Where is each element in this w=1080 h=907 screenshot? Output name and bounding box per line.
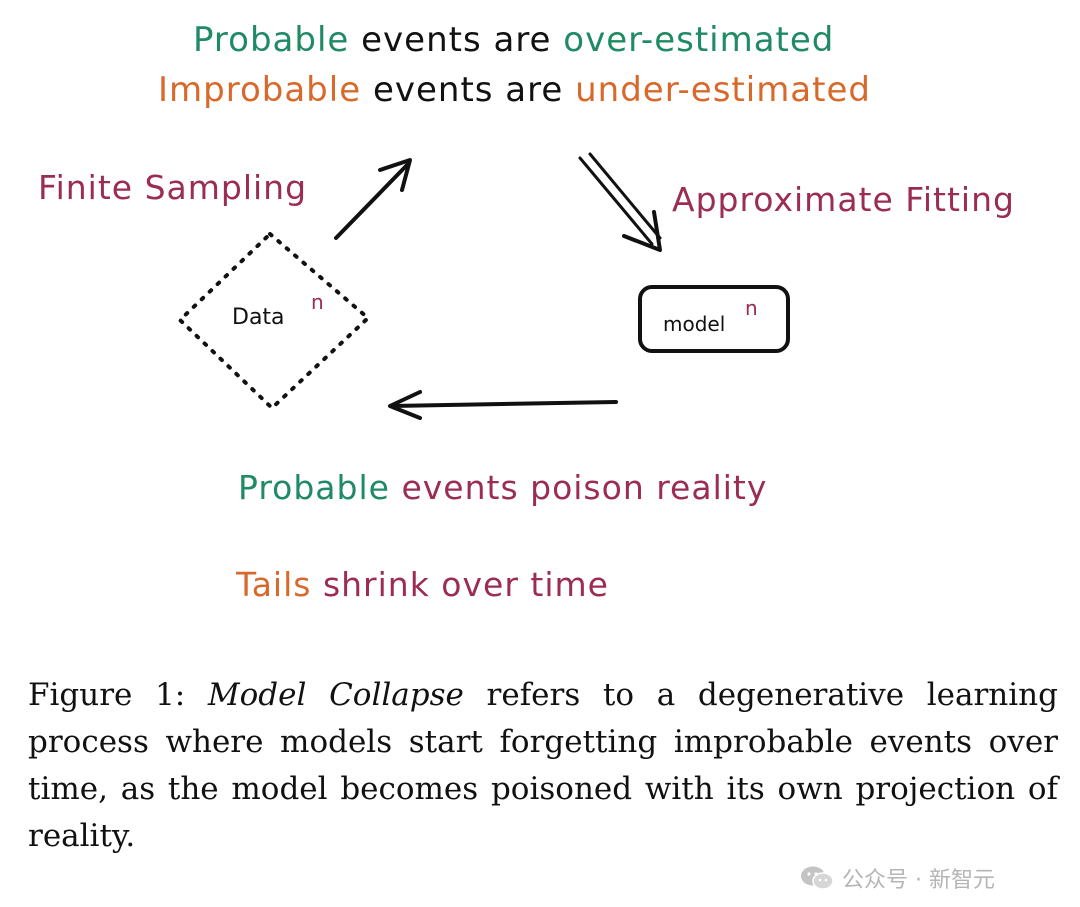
caption-body: refers to a degenerative learning proces… <box>28 677 1058 854</box>
under-estimated-word: under-estimated <box>575 70 871 110</box>
probable-word: Probable <box>238 468 390 507</box>
model-node-superscript: n <box>745 296 758 320</box>
approximate-fitting-label: Approximate Fitting <box>672 180 1015 219</box>
under-estimated-statement: Improbable events are under-estimated <box>158 70 871 110</box>
approximate-fitting-arrow <box>578 152 662 252</box>
data-node-superscript: n <box>311 290 324 314</box>
improbable-word: Improbable <box>158 70 362 110</box>
over-estimated-word: over-estimated <box>563 20 835 60</box>
feedback-arrow <box>388 390 618 420</box>
model-node-box <box>638 285 790 353</box>
figure-caption: Figure 1: Model Collapse refers to a deg… <box>28 672 1058 860</box>
finite-sampling-label: Finite Sampling <box>38 168 308 207</box>
over-estimated-statement: Probable events are over-estimated <box>193 20 834 60</box>
watermark: 公众号 · 新智元 <box>800 862 995 894</box>
caption-italic-term: Model Collapse <box>207 677 464 713</box>
finite-sampling-arrow <box>334 158 412 240</box>
wechat-icon <box>801 866 834 890</box>
model-node-label: model <box>663 312 726 336</box>
probable-word: Probable <box>193 20 350 60</box>
data-node-label: Data <box>232 305 285 330</box>
tails-shrink-statement: Tails shrink over time <box>236 565 609 604</box>
events-are-text: events are <box>361 20 552 60</box>
events-poison-reality-text: events poison reality <box>401 468 768 507</box>
tails-word: Tails <box>236 565 312 604</box>
watermark-text: 公众号 · 新智元 <box>842 868 995 893</box>
events-are-text: events are <box>372 70 564 110</box>
poison-reality-statement: Probable events poison reality <box>238 468 767 507</box>
shrink-over-time-text: shrink over time <box>322 565 609 604</box>
caption-prefix: Figure 1: <box>28 677 186 713</box>
